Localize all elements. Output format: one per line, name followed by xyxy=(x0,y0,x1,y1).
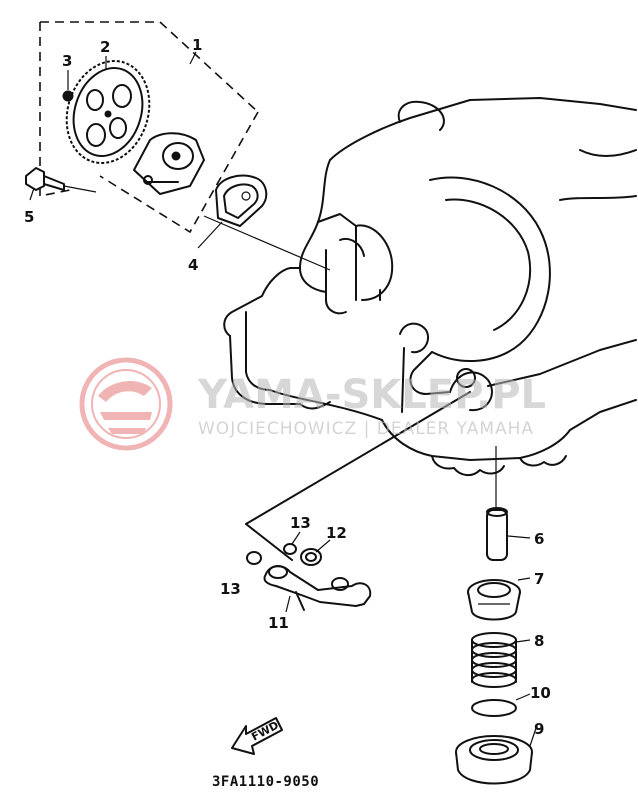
crankcase-outline xyxy=(223,97,637,476)
callout-13-top: 13 xyxy=(290,514,311,532)
callout-5: 5 xyxy=(24,208,34,226)
watermark: YAMA-SKLEP.PL WOJCIECHOWICZ | DEALER YAM… xyxy=(79,357,546,451)
delivery-pipe-part xyxy=(263,565,372,613)
callout-3: 3 xyxy=(62,52,72,70)
oil-pipe-part xyxy=(486,507,508,561)
spring-part xyxy=(471,632,517,688)
callout-8: 8 xyxy=(534,632,544,650)
forward-direction-arrow: FWD xyxy=(231,717,283,755)
callout-12: 12 xyxy=(326,524,347,542)
callout-7: 7 xyxy=(534,570,544,588)
callout-4: 4 xyxy=(188,256,198,274)
oil-pump-driven-gear xyxy=(65,60,151,164)
oil-pump-body xyxy=(133,132,205,195)
callout-1: 1 xyxy=(192,36,202,54)
callout-11: 11 xyxy=(268,614,289,632)
circlip-part xyxy=(62,70,74,102)
watermark-title: YAMA-SKLEP.PL xyxy=(197,372,546,418)
callout-2: 2 xyxy=(100,38,110,56)
leader-lines xyxy=(245,391,497,561)
watermark-subtitle: WOJCIECHOWICZ | DEALER YAMAHA xyxy=(198,419,534,439)
callout-10: 10 xyxy=(530,684,551,702)
washers-and-o-rings xyxy=(246,531,331,566)
callout-numbers: 1 2 3 4 5 6 7 8 9 10 11 12 13 13 xyxy=(24,36,551,738)
o-ring-part xyxy=(471,699,517,717)
drain-cover-part xyxy=(455,735,533,785)
callout-leaders xyxy=(29,51,537,747)
bolt-part xyxy=(25,167,97,193)
callout-13-left: 13 xyxy=(220,580,241,598)
watermark-logo-icon xyxy=(79,357,173,451)
strainer-cap-part xyxy=(467,579,521,621)
gasket-part xyxy=(203,174,331,271)
document-code: 3FA1110-9050 xyxy=(212,774,319,790)
callout-6: 6 xyxy=(534,530,544,548)
oil-pump-assembly-boundary xyxy=(39,21,259,234)
callout-9: 9 xyxy=(534,720,544,738)
